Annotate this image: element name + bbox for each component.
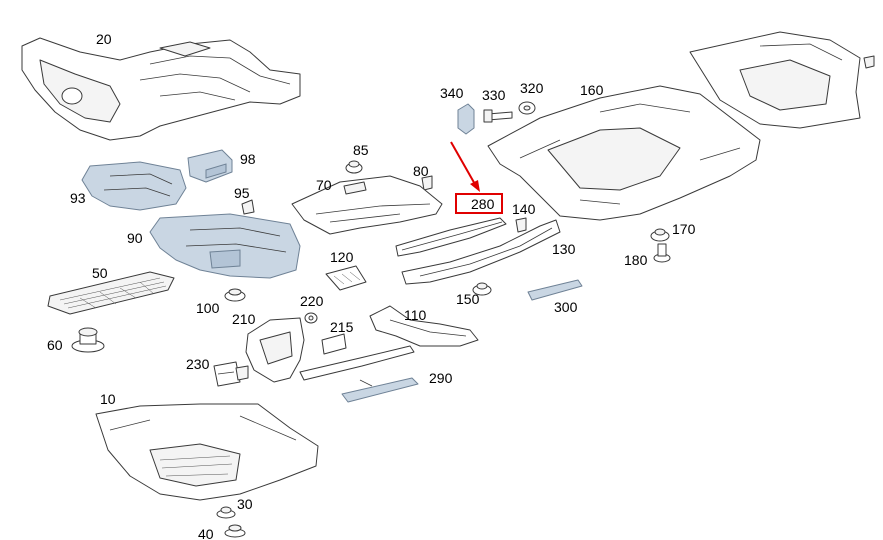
callout-330[interactable]: 330: [482, 87, 506, 103]
part-180-fastener[interactable]: [653, 243, 671, 263]
part-220-nut[interactable]: [304, 312, 318, 324]
callout-300[interactable]: 300: [554, 299, 578, 315]
callout-93[interactable]: 93: [70, 190, 86, 206]
callout-120[interactable]: 120: [330, 249, 354, 265]
callout-340[interactable]: 340: [440, 85, 464, 101]
callout-90[interactable]: 90: [127, 230, 143, 246]
part-210-side-panel[interactable]: [245, 317, 305, 383]
part-320-washer[interactable]: [518, 101, 536, 115]
part-50-mesh-mat[interactable]: [47, 271, 175, 315]
part-85-grommet[interactable]: [345, 160, 363, 174]
callout-320[interactable]: 320: [520, 80, 544, 96]
callout-170[interactable]: 170: [672, 221, 696, 237]
callout-130[interactable]: 130: [552, 241, 576, 257]
callout-160[interactable]: 160: [580, 82, 604, 98]
highlight-marker: [450, 141, 503, 214]
part-10-rear-carpet[interactable]: [95, 403, 319, 501]
part-60-fastener[interactable]: [71, 327, 105, 353]
callout-230[interactable]: 230: [186, 356, 210, 372]
part-30-clip[interactable]: [216, 506, 236, 519]
highlight-arrow: [450, 141, 477, 187]
part-215-plate[interactable]: [321, 333, 347, 355]
callout-150[interactable]: 150: [456, 291, 480, 307]
callout-98[interactable]: 98: [240, 151, 256, 167]
part-90-insulation[interactable]: [149, 213, 301, 279]
callout-20[interactable]: 20: [96, 31, 112, 47]
callout-100[interactable]: 100: [196, 300, 220, 316]
callout-95[interactable]: 95: [234, 185, 250, 201]
part-93-insulation[interactable]: [81, 161, 187, 211]
callout-215[interactable]: 215: [330, 319, 354, 335]
callout-50[interactable]: 50: [92, 265, 108, 281]
part-160-floor-frame[interactable]: [487, 85, 761, 221]
part-340-bracket[interactable]: [457, 103, 475, 135]
part-300-scuff-strip[interactable]: [527, 279, 583, 301]
highlight-box: [455, 193, 503, 214]
part-cargo-tray[interactable]: [689, 31, 861, 129]
callout-180[interactable]: 180: [624, 252, 648, 268]
part-80-clip[interactable]: [421, 175, 433, 191]
callout-70[interactable]: 70: [316, 177, 332, 193]
part-150-grommet[interactable]: [472, 282, 492, 296]
part-170-fastener[interactable]: [650, 228, 670, 242]
callout-labels: 20 98 93 95 90 50 100 60 10 30 40 340 33…: [47, 31, 696, 540]
callout-110[interactable]: 110: [404, 307, 427, 323]
part-140-clip[interactable]: [515, 217, 527, 233]
part-98-cover[interactable]: [187, 149, 233, 183]
part-330-bolt[interactable]: [483, 109, 513, 123]
callout-290[interactable]: 290: [429, 370, 453, 386]
callout-85[interactable]: 85: [353, 142, 369, 158]
callout-280[interactable]: 280: [471, 196, 495, 212]
part-20-front-carpet[interactable]: [21, 37, 301, 141]
callout-140[interactable]: 140: [512, 201, 536, 217]
part-110-trim[interactable]: [369, 305, 479, 347]
part-290-sill-plate[interactable]: [341, 377, 419, 403]
callout-10[interactable]: 10: [100, 391, 116, 407]
part-tray-clip[interactable]: [863, 55, 875, 69]
highlight-arrowhead: [470, 180, 480, 192]
part-280-sill-trim[interactable]: [395, 217, 507, 257]
callout-220[interactable]: 220: [300, 293, 324, 309]
part-door-sill-strip[interactable]: [299, 345, 415, 381]
callout-210[interactable]: 210: [232, 311, 256, 327]
part-40-clip[interactable]: [224, 524, 246, 538]
part-230-connector[interactable]: [213, 361, 249, 387]
part-70-tunnel-trim[interactable]: [291, 175, 443, 235]
callout-40[interactable]: 40: [198, 526, 214, 540]
part-100-grommet[interactable]: [224, 288, 246, 302]
callout-80[interactable]: 80: [413, 163, 429, 179]
part-130-sill-panel[interactable]: [401, 219, 561, 285]
part-95-clip[interactable]: [241, 199, 255, 215]
part-120-bracket[interactable]: [325, 265, 367, 291]
callout-30[interactable]: 30: [237, 496, 253, 512]
callout-60[interactable]: 60: [47, 337, 63, 353]
